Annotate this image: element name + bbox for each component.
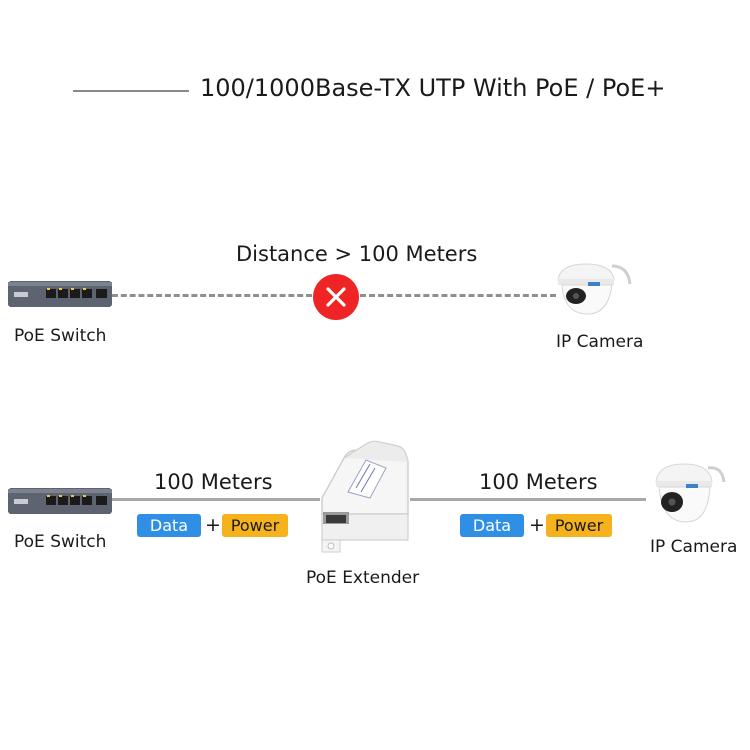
poe-extender-label: PoE Extender — [306, 568, 420, 588]
ip-camera-label: IP Camera — [650, 537, 738, 557]
cable-left — [112, 498, 320, 501]
right-power-badge: Power — [546, 514, 612, 537]
left-power-badge: Power — [222, 514, 288, 537]
poe-switch-label: PoE Switch — [14, 326, 107, 346]
distance-label: Distance > 100 Meters — [236, 242, 478, 266]
cable-right — [410, 498, 646, 501]
ip-camera-icon — [552, 258, 632, 320]
left-distance-label: 100 Meters — [154, 470, 273, 494]
poe-extender-icon — [314, 440, 414, 556]
dashed-cable-left — [112, 294, 312, 297]
title-rule — [73, 90, 189, 92]
ip-camera-icon — [650, 458, 730, 530]
left-plus: + — [205, 514, 221, 536]
diagram-title: 100/1000Base-TX UTP With PoE / PoE+ — [200, 74, 666, 102]
poe-switch-icon — [6, 486, 114, 516]
x-circle-icon — [313, 274, 359, 320]
right-distance-label: 100 Meters — [479, 470, 598, 494]
right-data-badge: Data — [460, 514, 524, 537]
poe-switch-icon — [6, 279, 114, 309]
ip-camera-label: IP Camera — [556, 332, 644, 352]
right-plus: + — [529, 514, 545, 536]
poe-switch-label: PoE Switch — [14, 532, 107, 552]
left-data-badge: Data — [137, 514, 201, 537]
dashed-cable-right — [360, 294, 556, 297]
